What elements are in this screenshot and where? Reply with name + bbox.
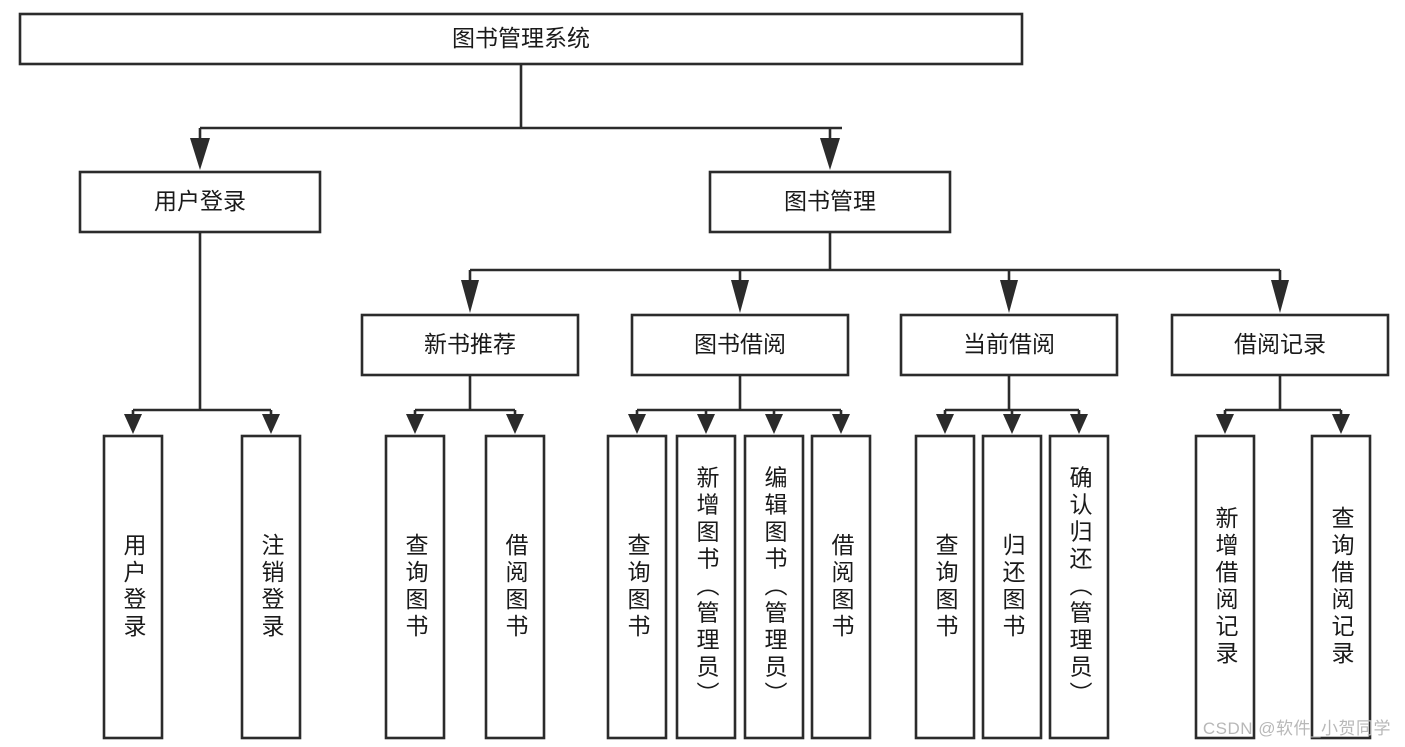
arrowhead-book-borrow: [731, 280, 749, 313]
node-current-borrow[interactable]: 当前借阅: [899, 313, 1119, 377]
node-user-login-label: 用户登录: [154, 188, 246, 214]
leaf-add-book-box[interactable]: [675, 434, 737, 740]
leaf-query-book-1-box[interactable]: [384, 434, 446, 740]
node-book-manage[interactable]: 图书管理: [708, 170, 952, 234]
connector-group-user-login: [124, 232, 280, 434]
leaf-edit-book-box[interactable]: [743, 434, 805, 740]
node-root-box[interactable]: [18, 12, 1024, 66]
leaf-confirm-return-box[interactable]: [1048, 434, 1110, 740]
arrowhead-leaf-add-record: [1216, 414, 1234, 434]
connector-group-root: [190, 64, 842, 170]
node-book-borrow-label: 图书借阅: [694, 331, 786, 357]
node-current-borrow-box[interactable]: [899, 313, 1119, 377]
leaf-add-record-label: 新增借阅记录: [1212, 506, 1239, 668]
leaf-query-book-1-label: 查询图书: [402, 533, 429, 641]
arrowhead-leaf-query-book-1: [406, 414, 424, 434]
leaf-node-user-login[interactable]: 用户登录: [102, 434, 164, 740]
node-root[interactable]: 图书管理系统: [18, 12, 1024, 66]
leaf-node-confirm-return[interactable]: 确认归还（管理员）: [1048, 434, 1110, 740]
arrowhead-leaf-borrow-book-1: [506, 414, 524, 434]
leaf-node-borrow-book-1[interactable]: 借阅图书: [484, 434, 546, 740]
arrowhead-borrow-record: [1271, 280, 1289, 313]
leaf-query-book-2-label: 查询图书: [624, 533, 651, 641]
arrowhead-leaf-return-book: [1003, 414, 1021, 434]
leaf-node-query-book-2[interactable]: 查询图书: [606, 434, 668, 740]
node-book-manage-label: 图书管理: [784, 188, 876, 214]
arrowhead-leaf-query-book-2: [628, 414, 646, 434]
leaf-user-logout-label: 注销登录: [258, 533, 285, 641]
arrowhead-user-login: [190, 138, 210, 170]
connector-group-current-borrow: [936, 375, 1088, 434]
leaf-query-book-3-box[interactable]: [914, 434, 976, 740]
leaf-node-borrow-book-2[interactable]: 借阅图书: [810, 434, 872, 740]
leaf-add-book-label: 新增图书（管理员）: [693, 466, 720, 709]
arrowhead-leaf-query-record: [1332, 414, 1350, 434]
connector-group-book-borrow: [628, 375, 850, 434]
leaf-query-record-box[interactable]: [1310, 434, 1372, 740]
leaf-node-add-book[interactable]: 新增图书（管理员）: [675, 434, 737, 740]
leaf-confirm-return-label: 确认归还（管理员）: [1066, 466, 1093, 709]
node-new-book-recommend[interactable]: 新书推荐: [360, 313, 580, 377]
arrowhead-leaf-borrow-book-2: [832, 414, 850, 434]
node-book-borrow[interactable]: 图书借阅: [630, 313, 850, 377]
leaf-user-logout-box[interactable]: [240, 434, 302, 740]
leaf-edit-book-label: 编辑图书（管理员）: [761, 466, 788, 709]
arrowhead-leaf-query-book-3: [936, 414, 954, 434]
leaf-borrow-book-1-box[interactable]: [484, 434, 546, 740]
leaf-user-login-box[interactable]: [102, 434, 164, 740]
leaf-return-book-box[interactable]: [981, 434, 1043, 740]
node-root-label: 图书管理系统: [452, 25, 590, 51]
leaf-node-add-record[interactable]: 新增借阅记录: [1194, 434, 1256, 740]
node-new-book-recommend-box[interactable]: [360, 313, 580, 377]
node-borrow-record[interactable]: 借阅记录: [1170, 313, 1390, 377]
leaf-return-book-label: 归还图书: [999, 533, 1026, 641]
connector-group-borrow-record: [1216, 375, 1350, 434]
leaf-node-query-book-3[interactable]: 查询图书: [914, 434, 976, 740]
node-current-borrow-label: 当前借阅: [963, 331, 1055, 357]
node-user-login[interactable]: 用户登录: [78, 170, 322, 234]
node-borrow-record-box[interactable]: [1170, 313, 1390, 377]
arrowhead-book-manage: [820, 138, 840, 170]
arrowhead-new-book-recommend: [461, 280, 479, 313]
leaf-node-user-logout[interactable]: 注销登录: [240, 434, 302, 740]
node-borrow-record-label: 借阅记录: [1234, 331, 1326, 357]
leaf-node-query-record[interactable]: 查询借阅记录: [1310, 434, 1372, 740]
arrowhead-leaf-user-logout: [262, 414, 280, 434]
arrowhead-leaf-confirm-return: [1070, 414, 1088, 434]
connector-group-book-manage: [461, 232, 1289, 313]
leaf-node-edit-book[interactable]: 编辑图书（管理员）: [743, 434, 805, 740]
leaf-borrow-book-2-box[interactable]: [810, 434, 872, 740]
arrowhead-current-borrow: [1000, 280, 1018, 313]
leaf-borrow-book-1-label: 借阅图书: [502, 533, 529, 641]
node-book-manage-box[interactable]: [708, 170, 952, 234]
arrowhead-leaf-add-book: [697, 414, 715, 434]
csdn-watermark: CSDN @软件_小贺同学: [1202, 719, 1391, 738]
leaf-node-query-book-1[interactable]: 查询图书: [384, 434, 446, 740]
arrowhead-leaf-user-login: [124, 414, 142, 434]
leaf-add-record-box[interactable]: [1194, 434, 1256, 740]
arrowhead-leaf-edit-book: [765, 414, 783, 434]
leaf-node-return-book[interactable]: 归还图书: [981, 434, 1043, 740]
leaf-query-record-label: 查询借阅记录: [1328, 506, 1355, 668]
leaf-borrow-book-2-label: 借阅图书: [828, 533, 855, 641]
leaf-query-book-3-label: 查询图书: [932, 533, 959, 641]
leaf-query-book-2-box[interactable]: [606, 434, 668, 740]
leaf-user-login-label: 用户登录: [120, 533, 147, 641]
node-user-login-box[interactable]: [78, 170, 322, 234]
node-book-borrow-box[interactable]: [630, 313, 850, 377]
node-new-book-recommend-label: 新书推荐: [424, 331, 516, 357]
connector-group-new-book-recommend: [406, 375, 524, 434]
